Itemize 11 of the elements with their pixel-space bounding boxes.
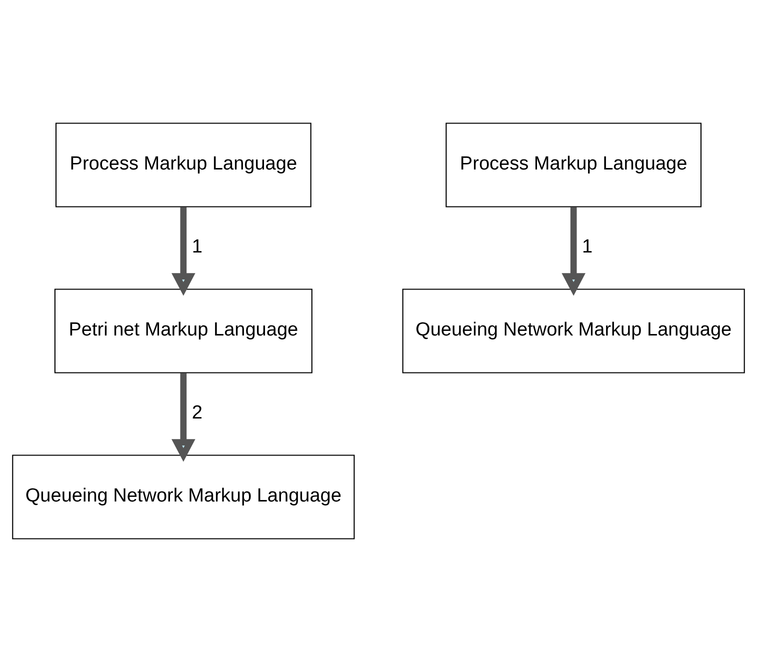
edge-label: 1 <box>582 236 593 258</box>
node-box: Process Markup Language <box>55 122 312 207</box>
arrow <box>562 206 586 296</box>
edge-label: 1 <box>192 236 202 258</box>
node-box: Process Markup Language <box>446 122 702 207</box>
arrow <box>172 372 196 462</box>
node-box: Queueing Network Markup Language <box>12 454 355 539</box>
node-box: Petri net Markup Language <box>54 288 312 373</box>
edge-label: 2 <box>192 402 202 424</box>
node-box: Queueing Network Markup Language <box>402 288 745 373</box>
arrow <box>172 206 196 296</box>
